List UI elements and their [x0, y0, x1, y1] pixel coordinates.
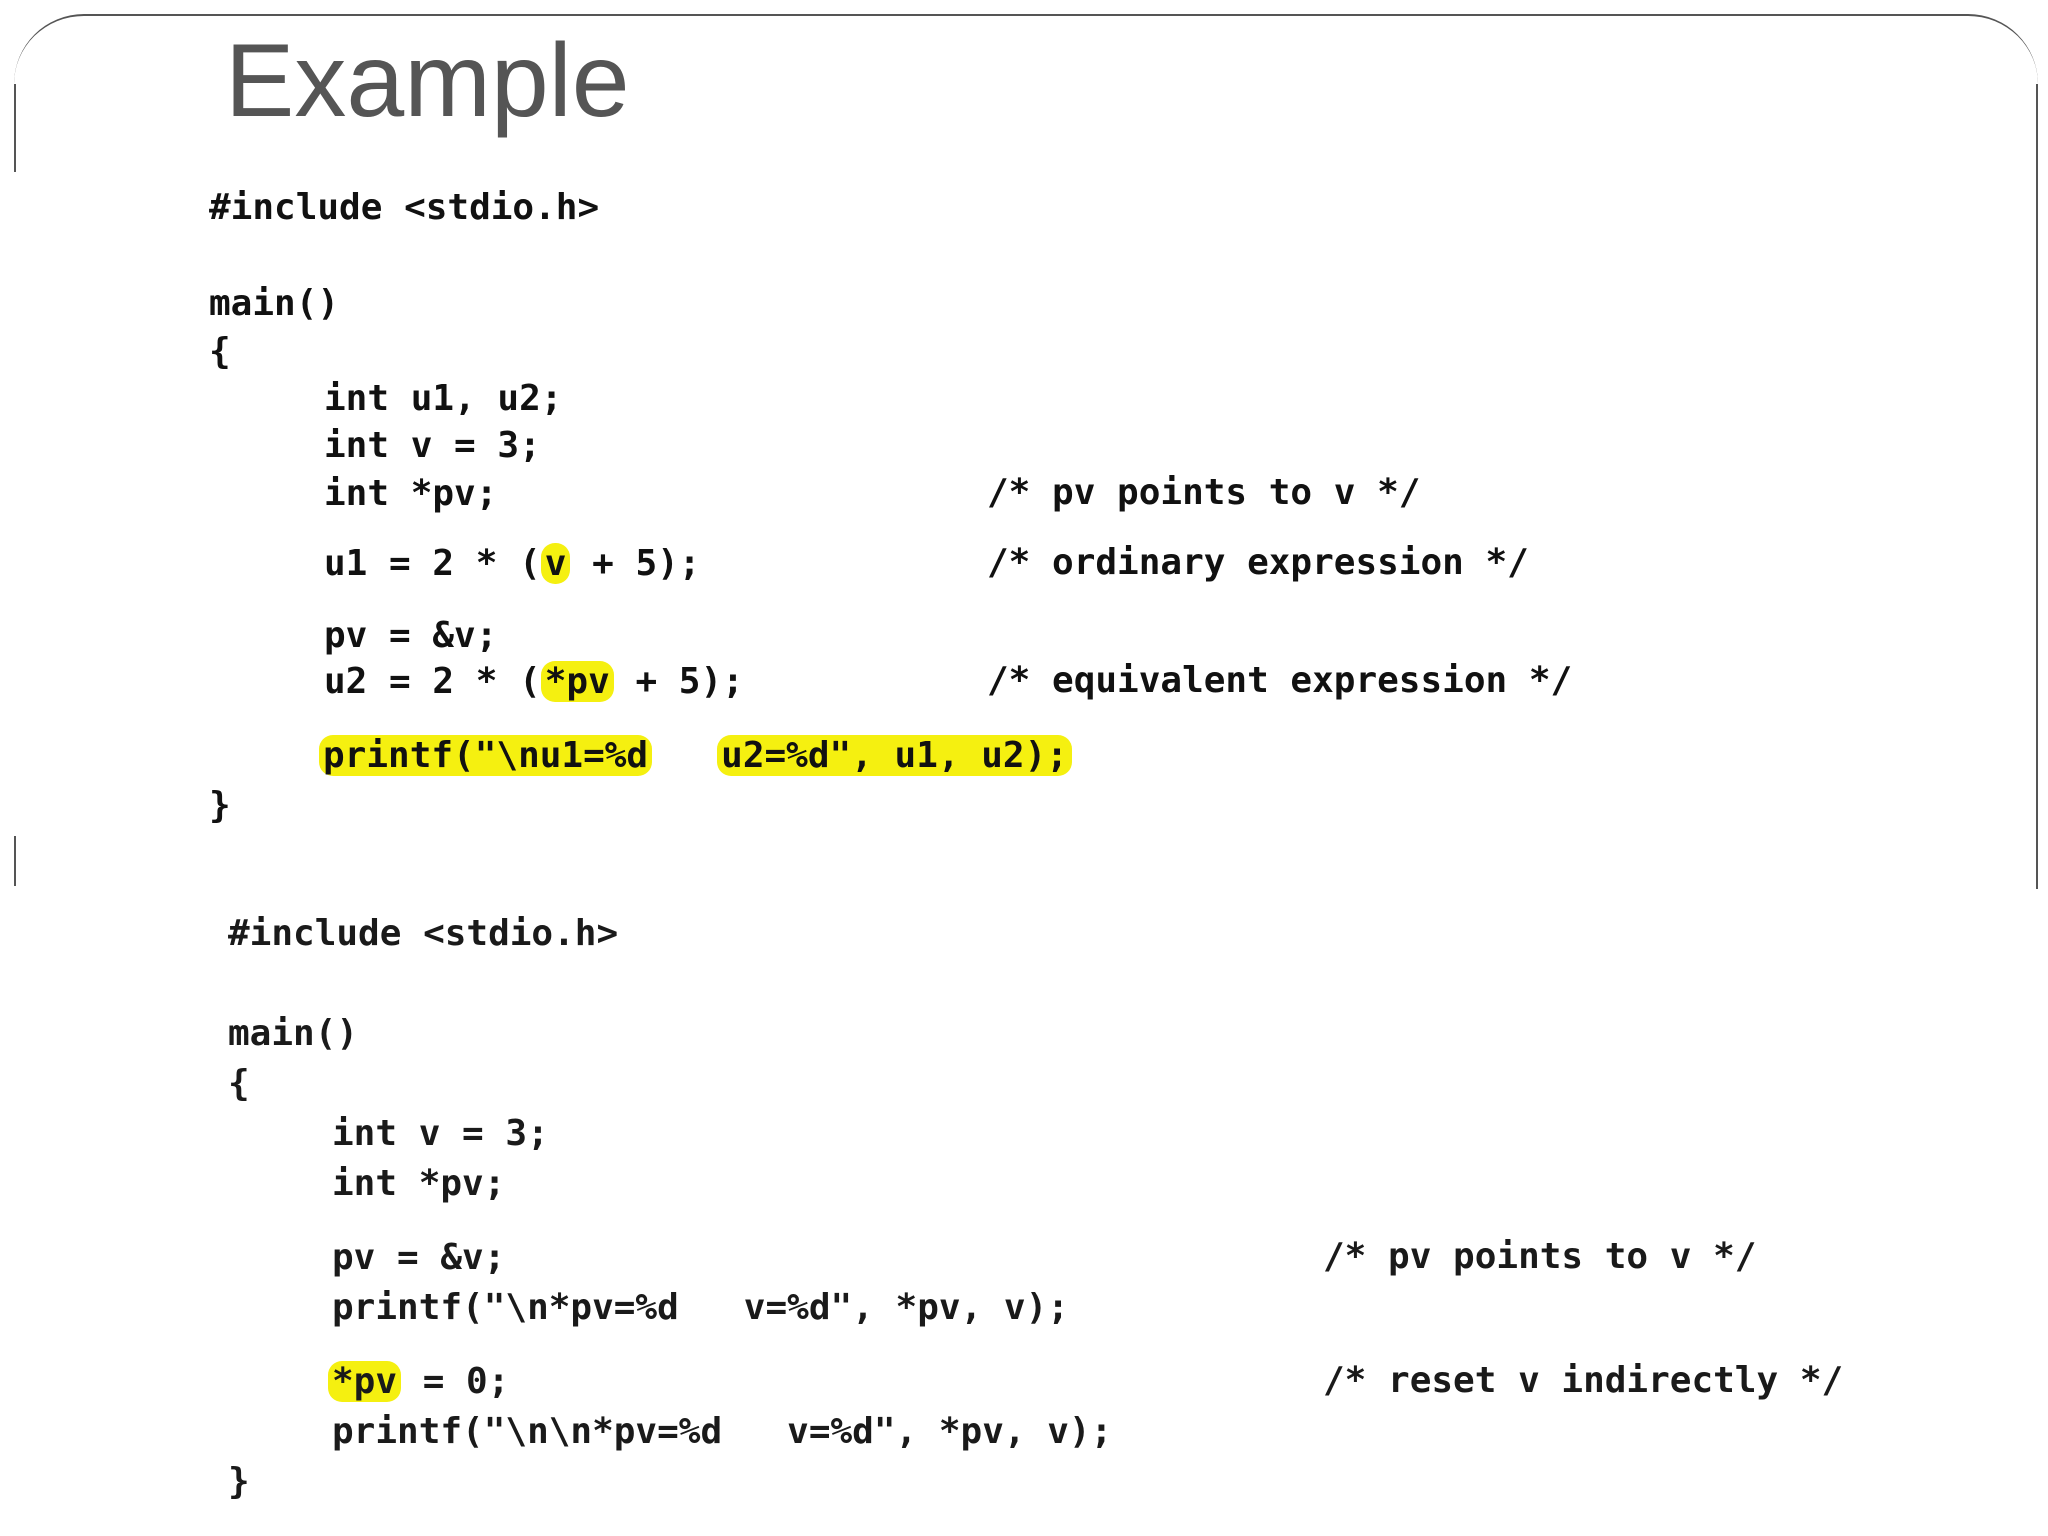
code-comment-pv-points: /* pv points to v */ — [987, 472, 1421, 513]
frame-left-edge-lower — [14, 836, 16, 886]
code-line-u2-expr: u2 = 2 * (*pv + 5); — [324, 660, 744, 704]
code-line-decl-v: int v = 3; — [324, 425, 541, 466]
code-listing-top: #include <stdio.h> main() { int u1, u2; … — [209, 0, 1572, 826]
code-line-assign-pv: pv = &v; — [324, 615, 498, 656]
code-line-open-brace: { — [228, 1063, 250, 1104]
code-u1-prefix: u1 = 2 * ( — [324, 543, 541, 584]
code-line-main: main() — [228, 1013, 359, 1054]
code-line-assign-pv: pv = &v; — [332, 1237, 506, 1278]
highlight-printf-part1: printf("\nu1=%d — [319, 735, 653, 776]
code-u2-suffix: + 5); — [613, 661, 744, 702]
code-line-decl-v: int v = 3; — [332, 1113, 549, 1154]
code-comment-reset: /* reset v indirectly */ — [1323, 1360, 1844, 1401]
code-line-include: #include <stdio.h> — [209, 187, 600, 228]
code-comment-ordinary: /* ordinary expression */ — [987, 542, 1529, 583]
code-comment-equivalent: /* equivalent expression */ — [987, 660, 1573, 701]
code-reset-suffix: = 0; — [401, 1361, 510, 1402]
code-u1-suffix: + 5); — [570, 543, 701, 584]
highlight-printf-part2: u2=%d", u1, u2); — [717, 735, 1072, 776]
slide-frame — [14, 14, 2038, 1014]
code-line-printf-second: printf("\n\n*pv=%d v=%d", *pv, v); — [332, 1411, 1113, 1452]
code-comment-pv-points: /* pv points to v */ — [1323, 1236, 1757, 1277]
code-listing-bottom: #include <stdio.h> main() { int v = 3; i… — [228, 0, 1843, 1502]
code-u2-prefix: u2 = 2 * ( — [324, 661, 541, 702]
code-line-printf: printf("\nu1=%d u2=%d", u1, u2); — [319, 734, 1072, 778]
code-line-reset: *pv = 0; — [328, 1360, 509, 1404]
code-line-printf-first: printf("\n*pv=%d v=%d", *pv, v); — [332, 1287, 1069, 1328]
code-line-decl-pv: int *pv; — [324, 473, 498, 514]
code-line-u1-expr: u1 = 2 * (v + 5); — [324, 542, 700, 586]
code-line-main: main() — [209, 283, 340, 324]
code-printf-gap — [652, 735, 717, 776]
highlight-star-pv: *pv — [540, 661, 614, 702]
frame-left-edge — [14, 84, 16, 172]
frame-right-edge — [2036, 84, 2038, 889]
code-line-close-brace: } — [228, 1461, 250, 1502]
code-line-open-brace: { — [209, 331, 231, 372]
highlight-star-pv: *pv — [328, 1361, 402, 1402]
highlight-v: v — [540, 543, 571, 584]
code-line-close-brace: } — [209, 785, 231, 826]
code-line-decl-u: int u1, u2; — [324, 378, 563, 419]
code-line-decl-pv: int *pv; — [332, 1163, 506, 1204]
code-line-include: #include <stdio.h> — [228, 913, 619, 954]
slide-title: Example — [225, 23, 630, 139]
